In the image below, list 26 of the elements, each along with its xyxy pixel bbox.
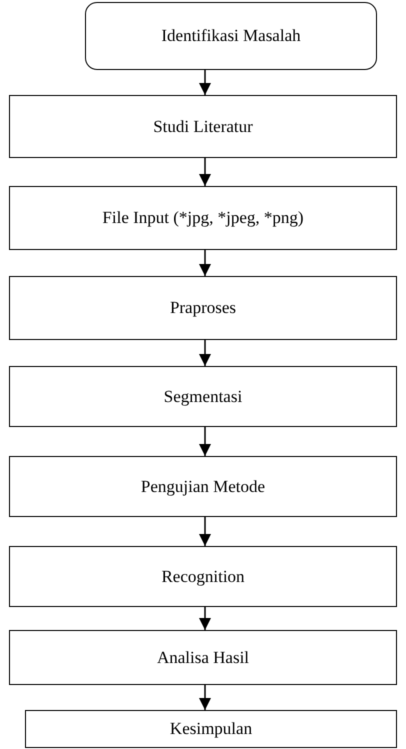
arrow	[199, 517, 211, 546]
step-label: Analisa Hasil	[156, 648, 250, 668]
arrow	[199, 250, 211, 276]
arrow	[199, 685, 211, 710]
process-box	[9, 366, 397, 427]
process-box	[9, 630, 397, 685]
start-box	[85, 2, 377, 70]
arrow	[199, 427, 211, 456]
process-box	[9, 546, 397, 607]
arrow	[199, 607, 211, 630]
process-box	[9, 456, 397, 517]
step-label: Praproses	[170, 298, 236, 318]
arrow	[199, 340, 211, 366]
process-box	[9, 186, 397, 250]
step-label: Pengujian Metode	[140, 476, 266, 496]
process-box	[9, 95, 397, 158]
step-label: Studi Literatur	[153, 116, 253, 136]
step-label: File Input (*jpg, *jpeg, *png)	[102, 208, 304, 228]
step-label: Segmentasi	[164, 386, 242, 406]
step-label: Kesimpulan	[170, 719, 252, 739]
process-box	[9, 276, 397, 340]
arrow	[199, 158, 211, 186]
arrow	[199, 70, 211, 95]
step-label: Identifikasi Masalah	[161, 26, 301, 46]
step-label: Recognition	[161, 566, 245, 586]
process-box	[25, 710, 397, 748]
